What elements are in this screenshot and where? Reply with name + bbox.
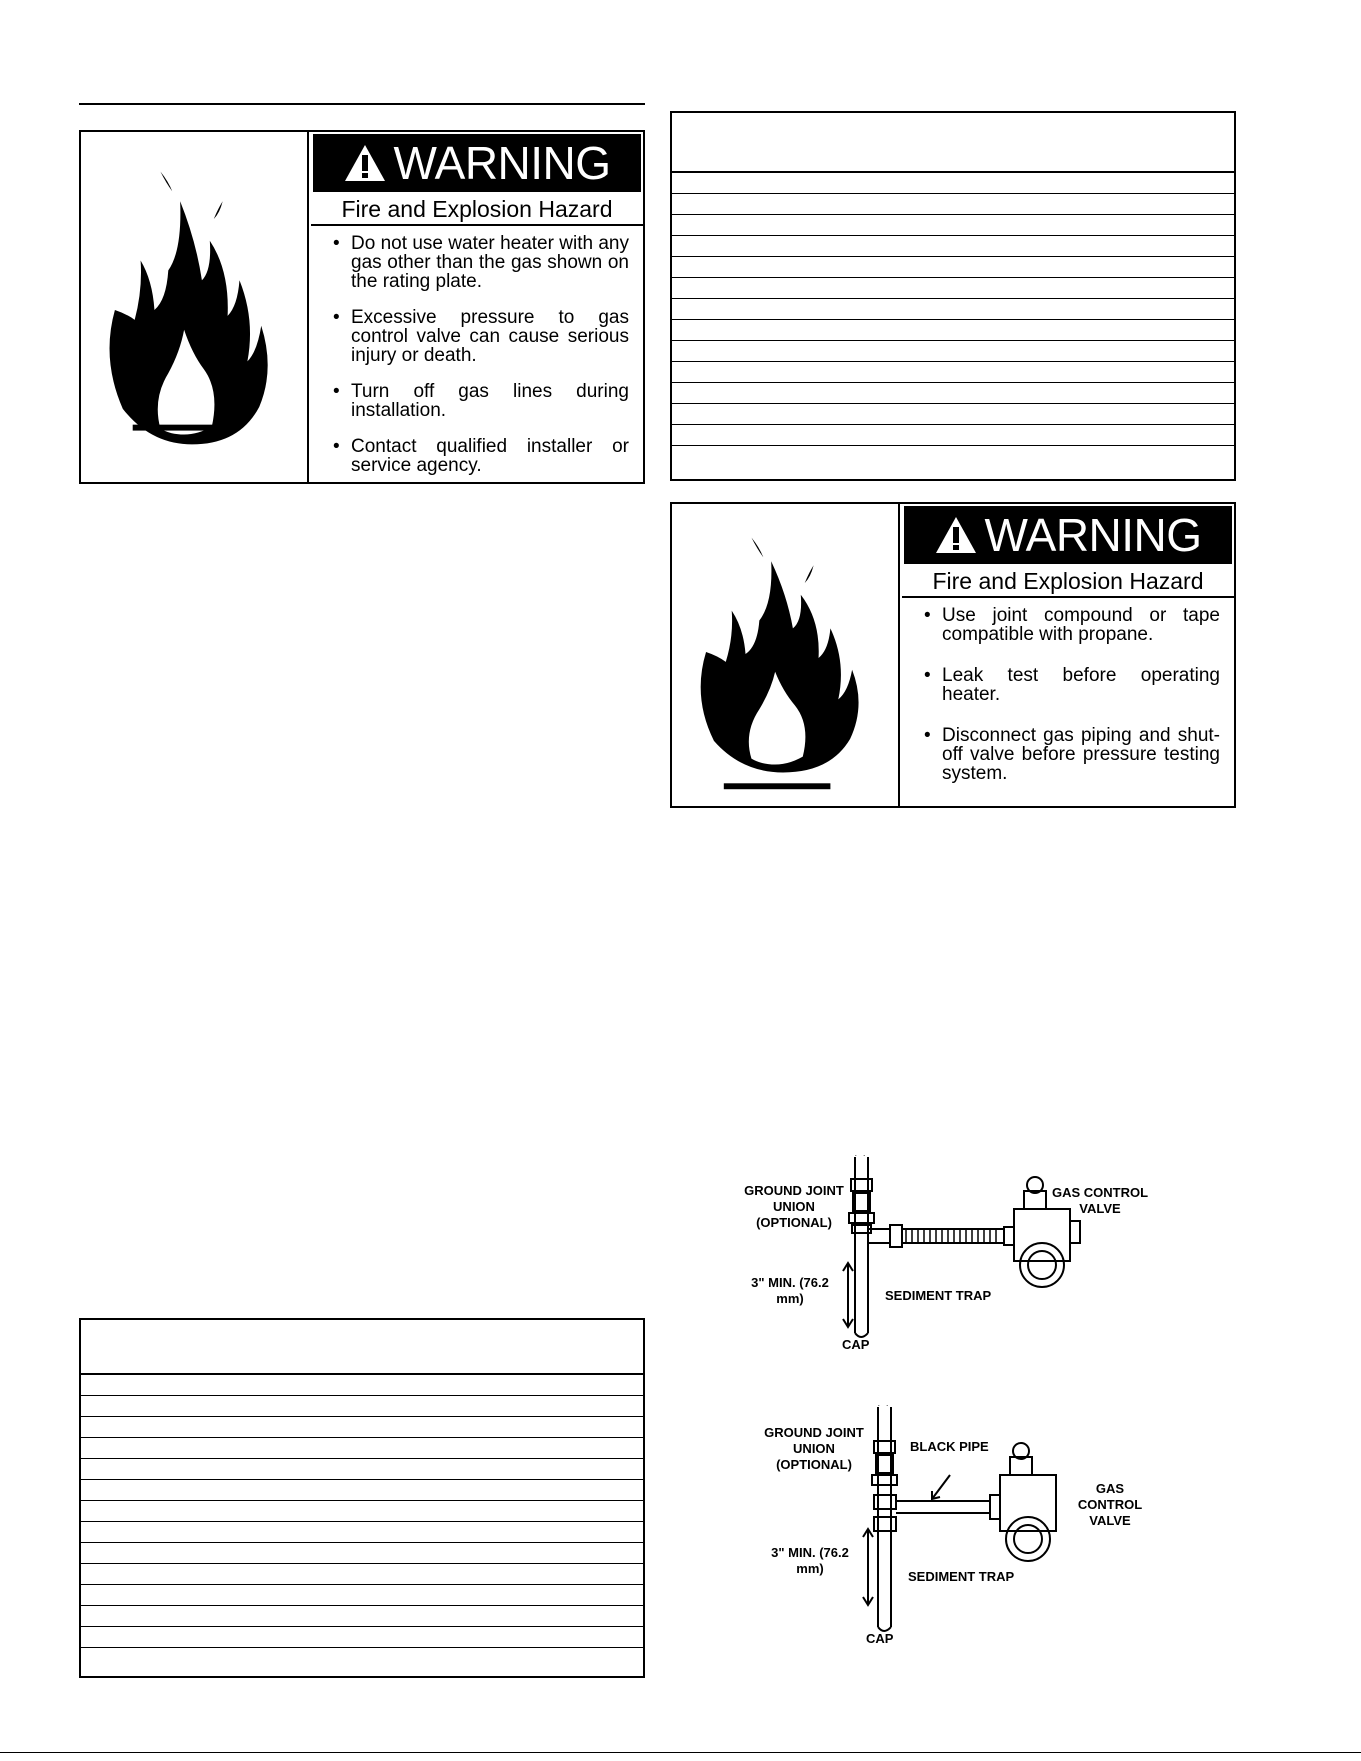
warning-bullets: Use joint compound or tape compatible wi…: [902, 598, 1234, 783]
bullet-item: Leak test before operating heater.: [922, 666, 1220, 704]
table-row: [81, 1396, 643, 1417]
warning-header: WARNING: [904, 506, 1232, 564]
table-row: [81, 1648, 643, 1669]
bullet-item: Excessive pressure to gas control valve …: [331, 308, 629, 365]
valve-label: GAS CONTROL VALVE: [1077, 1481, 1143, 1528]
flame-panel: [672, 504, 900, 806]
table-row: [81, 1480, 643, 1501]
hazard-title: Fire and Explosion Hazard: [311, 192, 643, 226]
table-row: [81, 1585, 643, 1606]
table-row: [81, 1459, 643, 1480]
bottom-rule: [0, 1752, 1361, 1753]
table-row: [672, 299, 1234, 320]
black-pipe-label: BLACK PIPE: [910, 1439, 989, 1454]
union-label: GROUND JOINT UNION (OPTIONAL): [764, 1425, 864, 1472]
table-row: [81, 1501, 643, 1522]
bullet-item: Disconnect gas piping and shut-off valve…: [922, 726, 1220, 783]
table-row: [672, 194, 1234, 215]
warning-text-panel: WARNING Fire and Explosion Hazard Do not…: [311, 132, 643, 482]
table-row: [672, 446, 1234, 467]
ruled-table-top: [670, 111, 1236, 481]
trap-label: SEDIMENT TRAP: [908, 1569, 1015, 1584]
table-row: [672, 404, 1234, 425]
warning-text-panel: WARNING Fire and Explosion Hazard Use jo…: [902, 504, 1234, 806]
flame-icon: [109, 171, 268, 445]
table-row: [81, 1564, 643, 1585]
table-row: [672, 236, 1234, 257]
warning-header: WARNING: [313, 134, 641, 192]
table-header: [81, 1320, 643, 1375]
warning-triangle-icon: [345, 145, 386, 181]
piping-diagram-black-pipe: [862, 1405, 1057, 1632]
table-row: [81, 1438, 643, 1459]
warning-box-propane: WARNING Fire and Explosion Hazard Use jo…: [670, 502, 1236, 808]
hazard-title: Fire and Explosion Hazard: [902, 564, 1234, 598]
trap-label: SEDIMENT TRAP: [885, 1288, 992, 1303]
union-label: GROUND JOINT UNION (OPTIONAL): [744, 1183, 844, 1230]
table-row: [81, 1606, 643, 1627]
cap-label: CAP: [842, 1337, 870, 1352]
table-row: [81, 1627, 643, 1648]
bullet-item: Use joint compound or tape compatible wi…: [922, 606, 1220, 644]
table-row: [672, 383, 1234, 404]
valve-label: GAS CONTROL VALVE: [1051, 1185, 1149, 1216]
table-row: [672, 425, 1234, 446]
table-row: [672, 320, 1234, 341]
table-row: [672, 215, 1234, 236]
flame-panel: [81, 132, 309, 482]
table-row: [672, 362, 1234, 383]
table-row: [672, 173, 1234, 194]
cap-label: CAP: [866, 1631, 894, 1646]
table-row: [672, 278, 1234, 299]
flame-icon: [700, 537, 859, 790]
min-label: 3" MIN. (76.2 mm): [771, 1545, 849, 1576]
piping-diagram-flex: [842, 1155, 1081, 1338]
top-rule: [79, 103, 645, 105]
table-row: [81, 1375, 643, 1396]
table-row: [81, 1417, 643, 1438]
ruled-table-bottom: [79, 1318, 645, 1678]
bullet-item: Contact qualified installer or service a…: [331, 437, 629, 475]
bullet-item: Turn off gas lines during installation.: [331, 382, 629, 420]
table-row: [672, 341, 1234, 362]
min-label: 3" MIN. (76.2 mm): [751, 1275, 829, 1306]
table-header: [672, 113, 1234, 173]
table-row: [81, 1543, 643, 1564]
diagram-black-pipe: GROUND JOINT UNION (OPTIONAL) BLACK PIPE…: [760, 1405, 1180, 1646]
warning-triangle-icon: [936, 517, 977, 553]
warning-bullets: Do not use water heater with any gas oth…: [311, 226, 643, 475]
warning-box-gas-type: WARNING Fire and Explosion Hazard Do not…: [79, 130, 645, 484]
signal-word: WARNING: [393, 137, 611, 189]
diagram-flex-connector: GROUND JOINT UNION (OPTIONAL) GAS CONTRO…: [740, 1155, 1180, 1355]
table-row: [672, 257, 1234, 278]
table-row: [81, 1522, 643, 1543]
signal-word: WARNING: [984, 509, 1202, 561]
bullet-item: Do not use water heater with any gas oth…: [331, 234, 629, 291]
